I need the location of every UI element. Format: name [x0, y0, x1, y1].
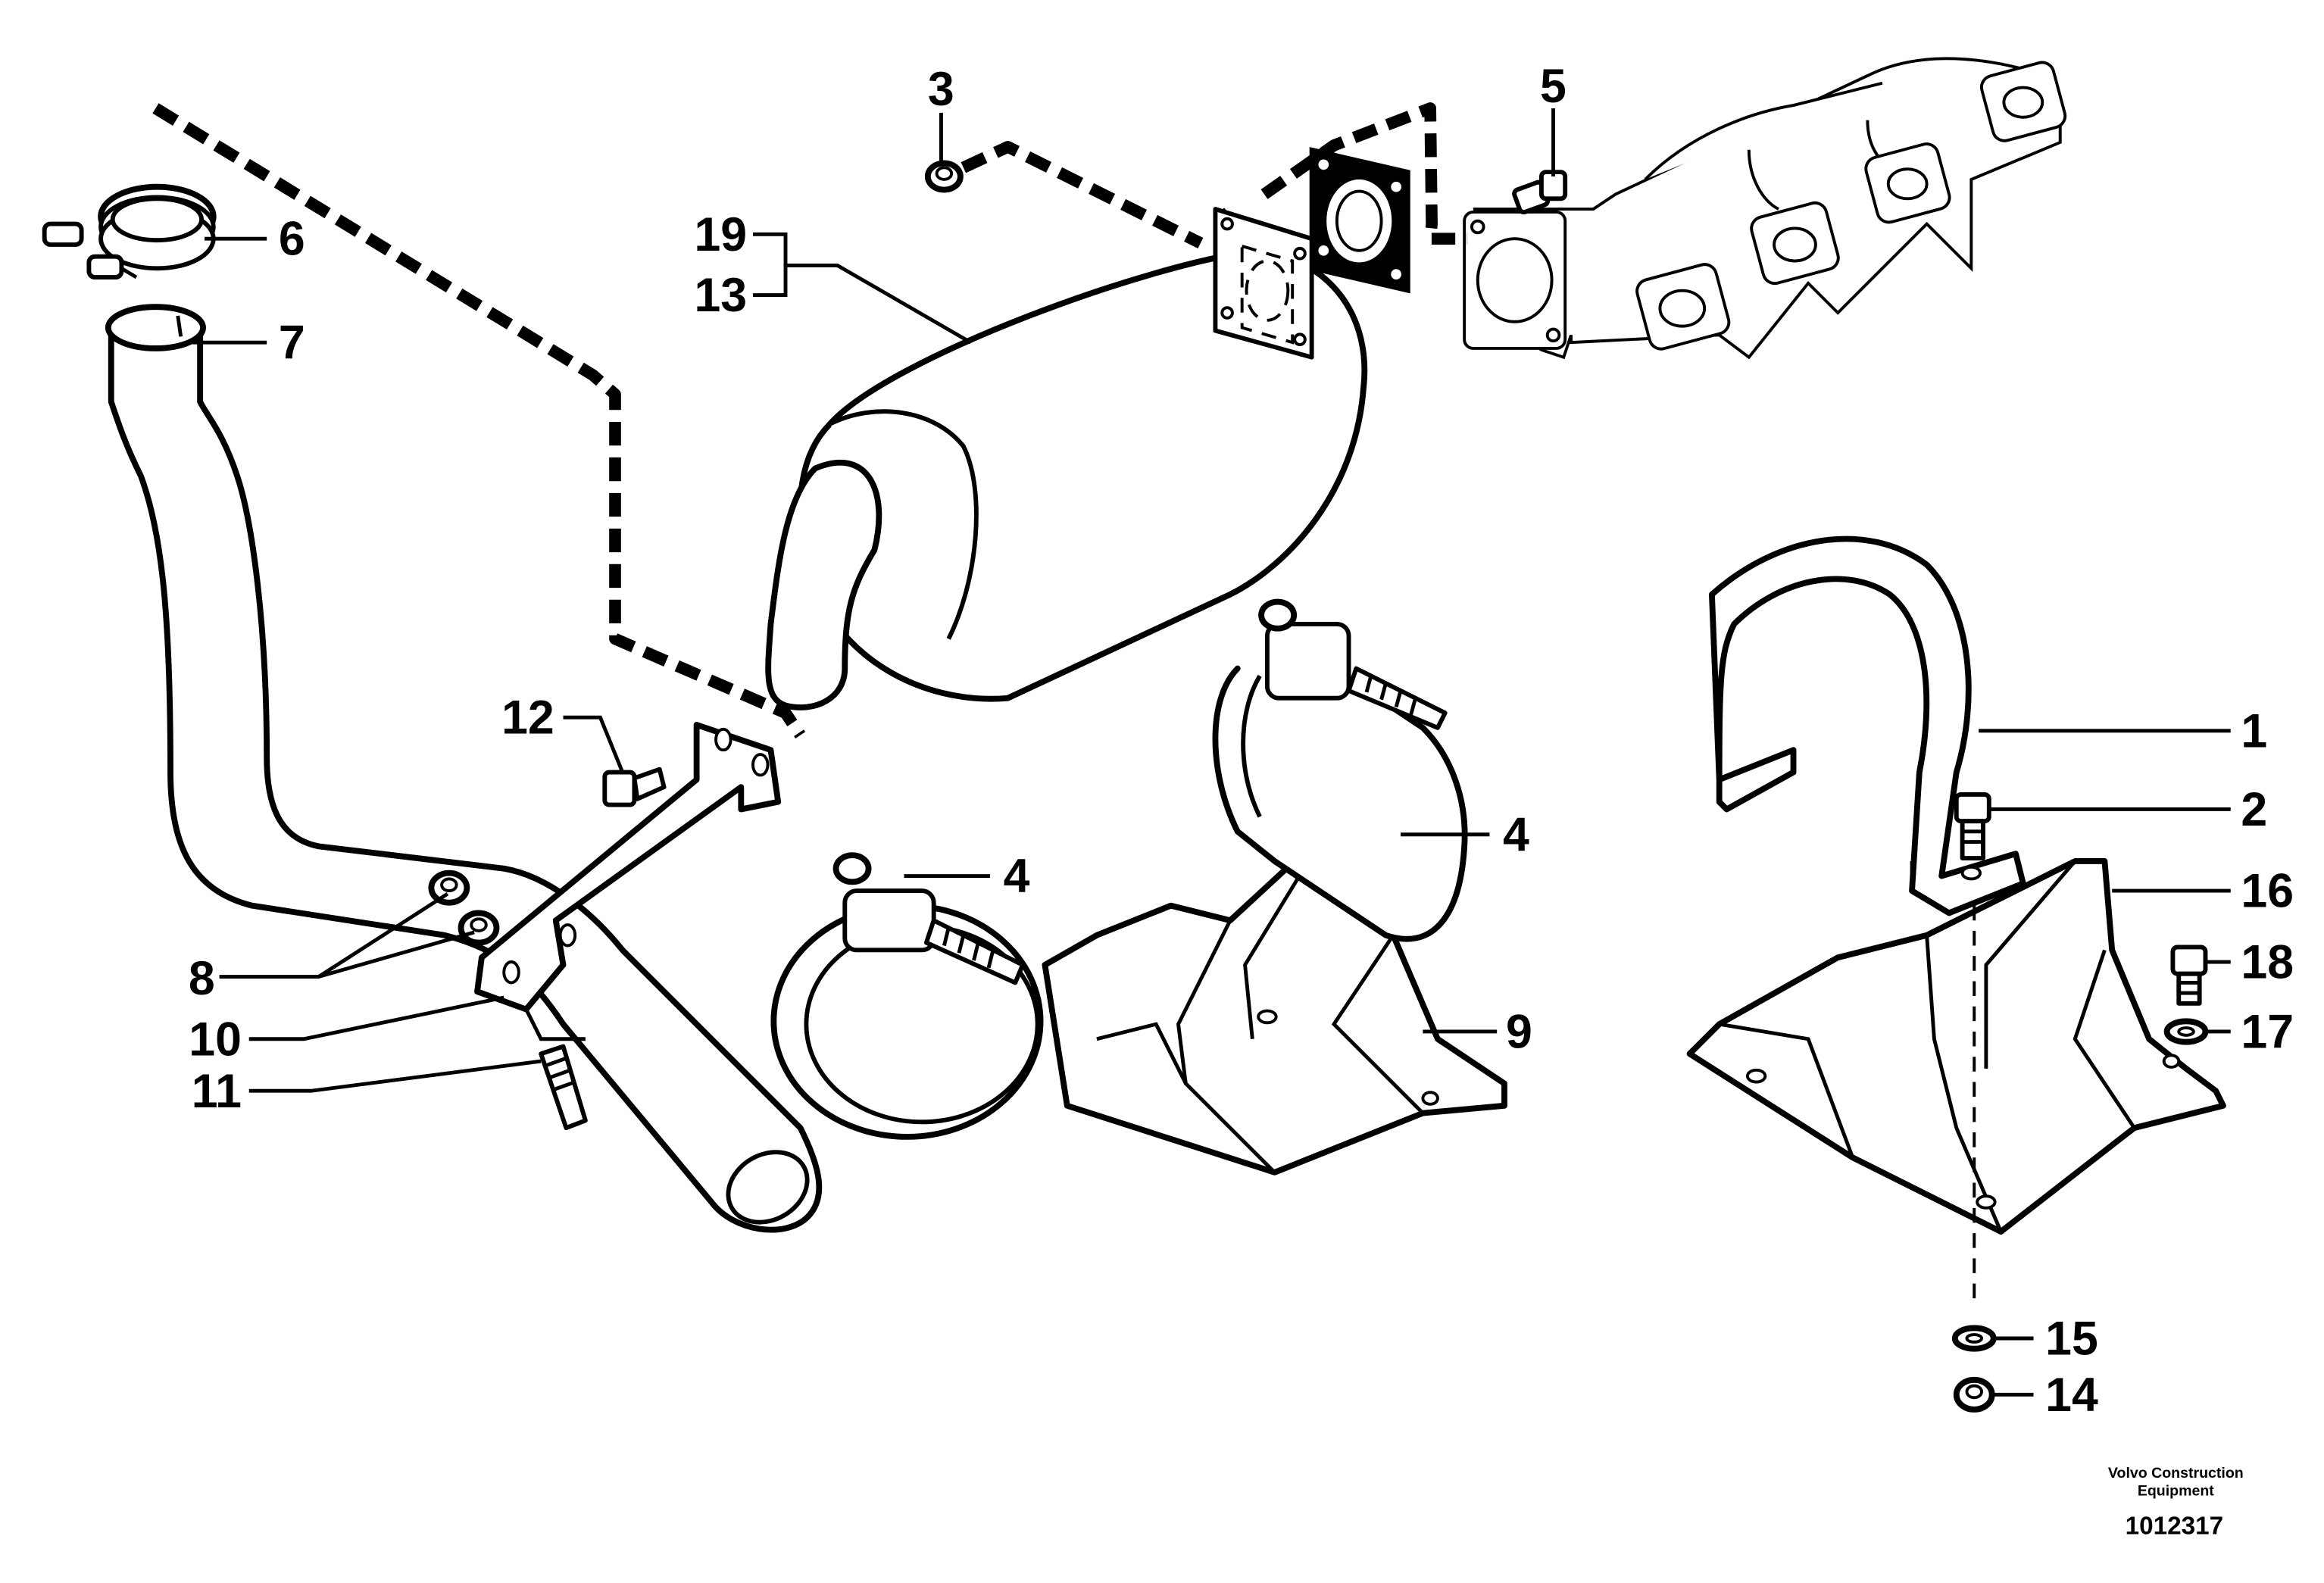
callout-14: 14: [2045, 1369, 2098, 1422]
callout-13: 13: [694, 269, 747, 322]
callout-17: 17: [2241, 1005, 2294, 1058]
bolt-12: [602, 767, 667, 807]
callout-11: 11: [192, 1065, 242, 1118]
clamp-6: [42, 183, 217, 279]
callout-5: 5: [1540, 60, 1567, 113]
exhaust-pipe-7: [105, 304, 823, 1233]
support-bracket-16: [1686, 858, 2226, 1235]
bracket-10: [474, 722, 782, 1041]
callout-labels: 1 2 3 4 4 5 6 7 8 9 10 11 12 13 14 15 16…: [189, 60, 2294, 1422]
strap-1: [1708, 535, 2026, 916]
hose-clamp-4-lower: [770, 852, 1044, 1140]
drawing-number: 1012317: [2126, 1512, 2223, 1540]
assembly-lines: [152, 102, 1468, 738]
muffler: [765, 207, 1368, 710]
leader-lines: [192, 108, 2231, 1397]
nut-3: [924, 160, 964, 193]
callout-10: 10: [189, 1013, 242, 1066]
credit-line-2: Equipment: [2138, 1482, 2214, 1499]
callout-16: 16: [2241, 865, 2294, 918]
flange-gasket: [1309, 147, 1410, 294]
credit-line-1: Volvo Construction: [2108, 1465, 2244, 1482]
callout-12: 12: [501, 692, 554, 745]
hose-clamp-4-upper: [1212, 598, 1468, 942]
callout-15: 15: [2045, 1313, 2098, 1366]
credit-block: Volvo Construction Equipment 1012317: [2108, 1465, 2244, 1540]
bolt-2: [1954, 792, 1991, 860]
callout-1: 1: [2241, 704, 2267, 757]
callout-6: 6: [279, 213, 305, 266]
callout-2: 2: [2241, 783, 2267, 836]
callout-19: 19: [694, 208, 747, 261]
callout-9: 9: [1506, 1005, 1532, 1058]
washer-17: [2163, 1018, 2209, 1045]
exhaust-manifold: [1463, 57, 2067, 360]
nut-14: [1953, 1376, 1995, 1413]
callout-8: 8: [189, 952, 215, 1005]
stud-11: [539, 1044, 588, 1131]
callout-3: 3: [928, 63, 954, 116]
bolt-5: [1512, 170, 1568, 215]
washer-15: [1951, 1325, 1997, 1352]
callout-18: 18: [2241, 936, 2294, 989]
callout-4-lower: 4: [1004, 850, 1030, 903]
callout-4-upper: 4: [1503, 808, 1529, 861]
bolt-18: [2170, 944, 2208, 1006]
callout-7: 7: [279, 317, 305, 370]
